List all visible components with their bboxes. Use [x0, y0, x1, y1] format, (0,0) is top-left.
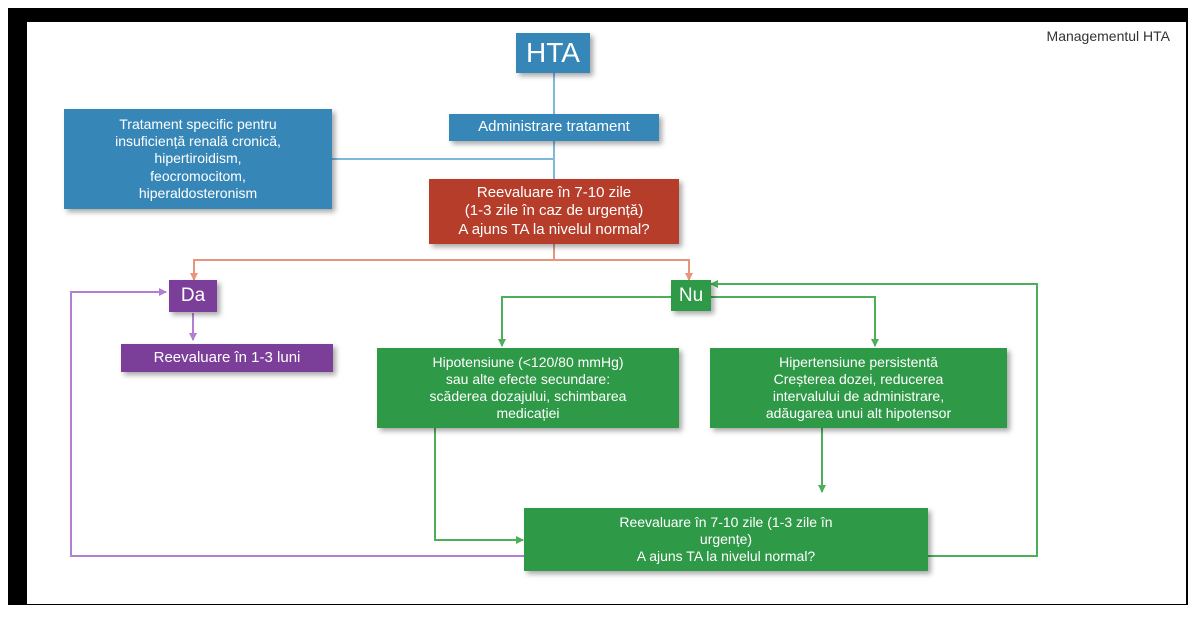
edge-hipotensiune-to-final	[434, 427, 524, 544]
node-tratament-specific: Tratament specific pentru insuficiență r…	[64, 109, 332, 209]
edge-final-to-da-loop	[70, 288, 526, 557]
image-border: Managementul HTA HTA Administrare tratam…	[8, 8, 1188, 605]
node-nu: Nu	[671, 280, 711, 311]
node-da: Da	[169, 280, 217, 312]
node-administrare-tratament: Administrare tratament	[449, 114, 659, 141]
corner-title: Managementul HTA	[1046, 28, 1170, 44]
node-reevaluare-initiala: Reevaluare în 7-10 zile (1-3 zile în caz…	[429, 179, 679, 244]
edge-nu-to-hipotensiune	[498, 296, 672, 347]
node-reevaluare-luni: Reevaluare în 1-3 luni	[121, 344, 333, 372]
connector-layer	[70, 67, 1038, 557]
edge-reevaluare-to-da	[190, 242, 555, 281]
node-reevaluare-finala: Reevaluare în 7-10 zile (1-3 zile în urg…	[524, 508, 928, 571]
edge-reevaluare-to-nu	[554, 259, 693, 281]
edge-nu-to-hipertensiune	[708, 296, 879, 347]
node-hipotensiune: Hipotensiune (<120/80 mmHg) sau alte efe…	[377, 348, 679, 428]
node-hta: HTA	[516, 33, 590, 73]
diagram-canvas: Managementul HTA HTA Administrare tratam…	[27, 22, 1186, 604]
node-hipertensiune: Hipertensiune persistentă Creșterea doze…	[710, 348, 1007, 428]
edge-final-to-nu-loop	[710, 280, 1038, 557]
